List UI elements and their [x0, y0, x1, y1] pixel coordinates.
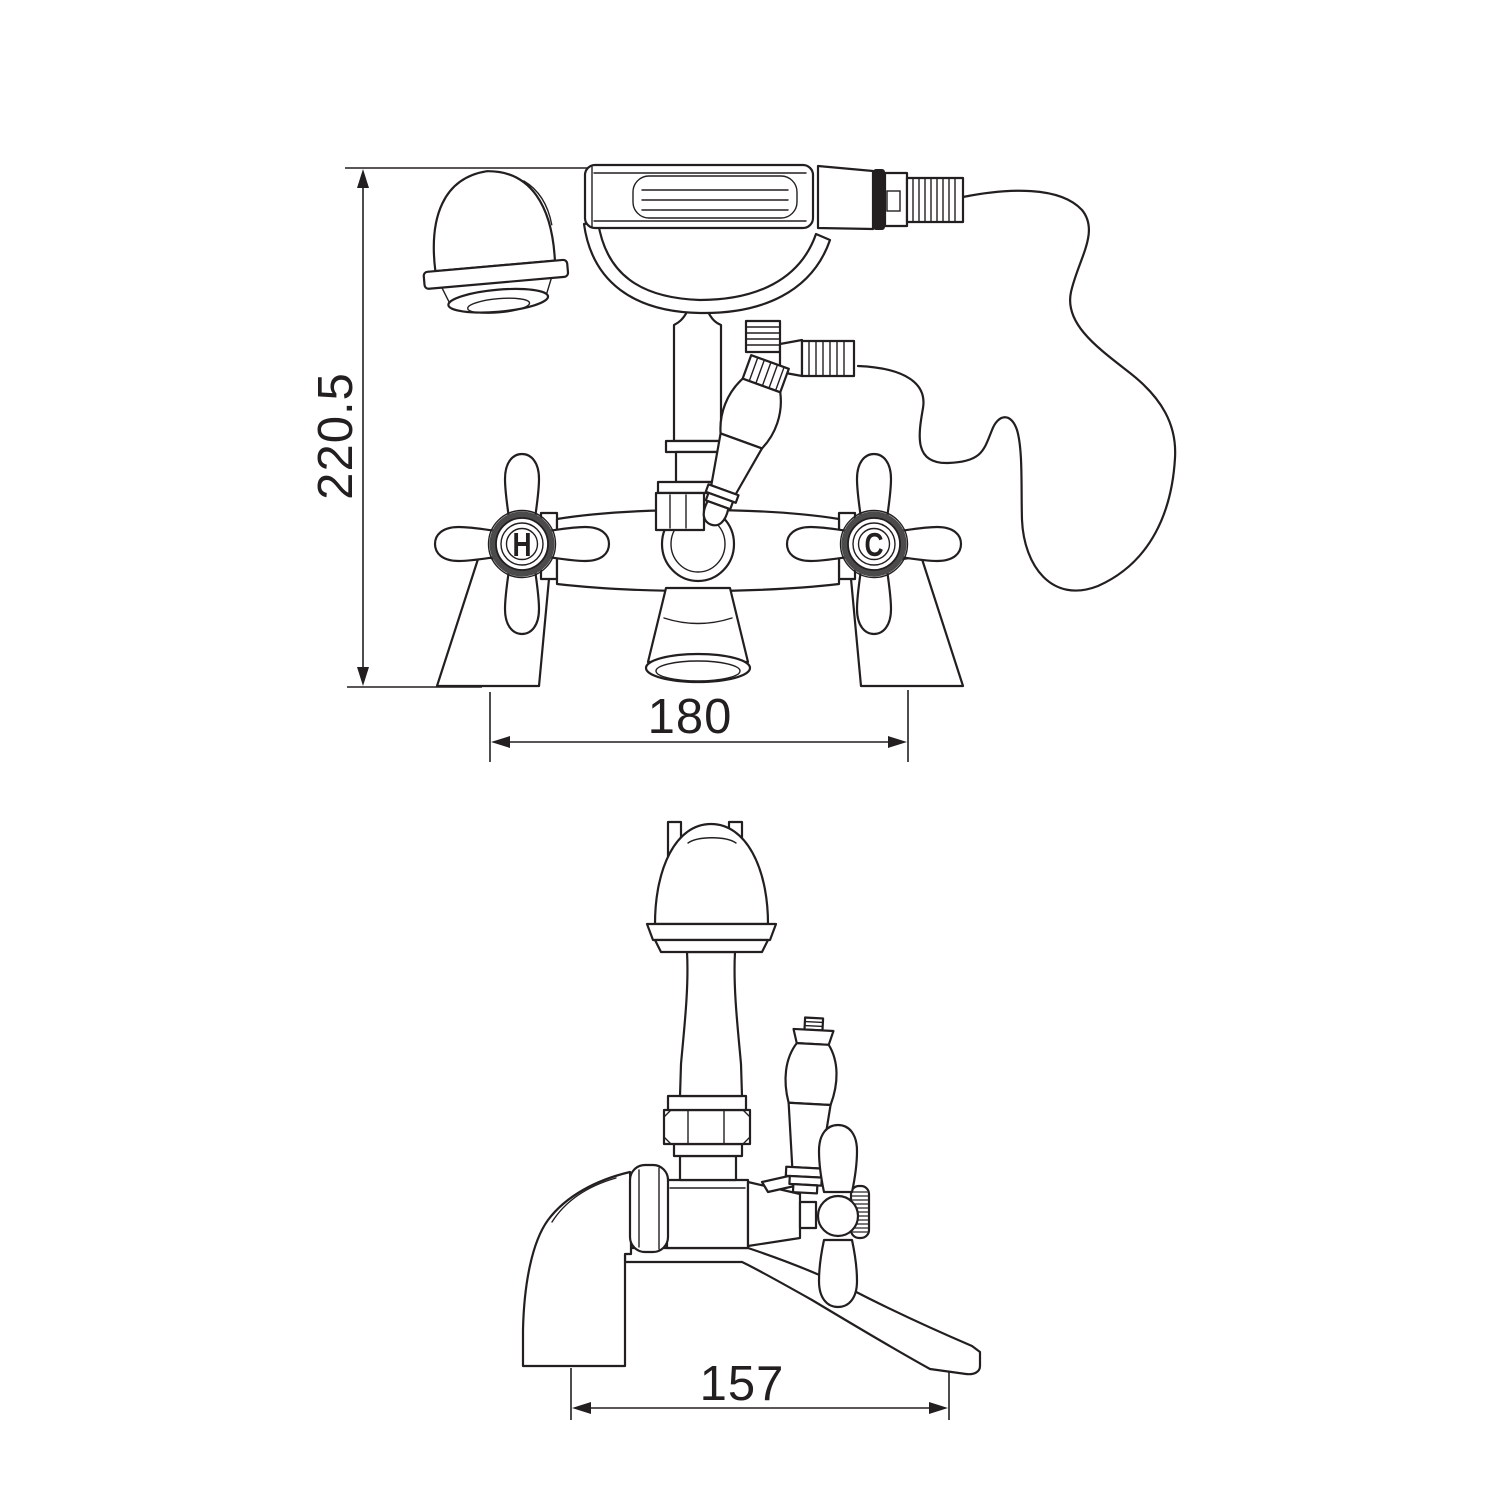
inlet-boot-side [521, 1170, 633, 1368]
handset-grip-front [583, 163, 965, 231]
handset-head-side [645, 820, 778, 954]
thread-lines [745, 326, 781, 346]
bell-dome [432, 170, 557, 273]
bell-dome-inner-line [687, 837, 737, 844]
crosshead-side [816, 1123, 871, 1309]
nipple-thread-lines [808, 340, 845, 377]
bell-cup-sides [441, 277, 553, 303]
union-nut [662, 1108, 752, 1146]
column-base [678, 1154, 738, 1182]
riser-column-front [654, 308, 732, 532]
tap-body-side [628, 1163, 818, 1254]
arrow-up-icon [357, 169, 369, 188]
height-dimension: 220.5 [309, 167, 800, 688]
spray-face-inner [467, 297, 531, 314]
spacing-dimension-label: 180 [648, 690, 733, 744]
spout-front [644, 586, 752, 684]
cold-handle-label: C [864, 527, 883, 563]
hub-knurl-band [489, 511, 555, 577]
handset-head-front [422, 170, 570, 314]
hose-connector-thread-lines [912, 178, 956, 222]
knurl-hatching [852, 1191, 868, 1233]
spout-mouth-outer [644, 652, 752, 684]
lever-ferrule-threads [748, 357, 785, 391]
hub-face [495, 517, 549, 571]
lever-bulge [784, 1042, 838, 1107]
lever-ring-3 [791, 1183, 819, 1195]
diverter-outlet [744, 319, 856, 378]
lobe-up [503, 452, 541, 520]
boot-inner-line [551, 1177, 617, 1223]
grip-flutes [641, 189, 789, 211]
handset-cradle [582, 220, 832, 315]
arrow-right-icon [929, 1402, 948, 1414]
extension-lines [570, 1368, 950, 1420]
shower-hose [856, 189, 1177, 592]
spout-side [623, 1246, 982, 1376]
arrow-down-icon [357, 667, 369, 686]
hub-ring-middle [500, 522, 544, 566]
hose-nipple [800, 339, 856, 378]
hub-side [816, 1194, 860, 1238]
upper-collar [666, 1094, 748, 1112]
hub-outer-edge [487, 509, 557, 579]
diverter-lever-front [702, 354, 790, 527]
crosshead-handle-front [433, 452, 611, 636]
spray-face-outer [447, 287, 550, 314]
boot-body [521, 1170, 633, 1368]
lobe-right [546, 525, 611, 563]
projection-dimension: 157 [570, 1357, 950, 1420]
hot-handle-label: H [512, 527, 531, 563]
bell-rim-lower-side [653, 938, 770, 954]
spacing-dimension: 180 [489, 690, 909, 762]
diverter-lever-side [784, 1016, 838, 1195]
spout-mouth-inner [655, 660, 741, 682]
handset-handle-side [678, 950, 744, 1098]
lever-knob-threads [803, 1020, 824, 1028]
connector-ring [873, 169, 885, 230]
bell-rim-side [645, 922, 778, 942]
body-taper-right [746, 1180, 802, 1248]
spout-union-nut [628, 1163, 670, 1254]
grip-edge-lines [591, 166, 807, 228]
handle-stem [798, 1200, 818, 1230]
riser-column-side [662, 950, 752, 1182]
spout-cone [646, 586, 750, 664]
front-elevation-view: 220.5 [309, 163, 1177, 762]
connector-cone [816, 164, 875, 231]
arrow-right-icon [888, 736, 907, 748]
connector-cap [883, 171, 909, 228]
lower-collar [672, 1142, 744, 1158]
side-elevation-view: 157 [521, 820, 982, 1420]
lever-tip [702, 499, 730, 527]
bell-rim [422, 258, 570, 290]
hub-ring-inner [505, 527, 539, 561]
projection-dimension-label: 157 [700, 1357, 785, 1411]
grip-flute-panel [632, 175, 798, 219]
spout-shading-line [663, 617, 733, 625]
union-nut-front [654, 491, 706, 532]
arrow-left-icon [572, 1402, 591, 1414]
connector-notch [886, 190, 901, 212]
extension-lines [489, 690, 909, 762]
height-dimension-label: 220.5 [309, 372, 363, 500]
grip-body [583, 163, 815, 230]
bell-dome-side [653, 822, 770, 926]
lever-knob [803, 1016, 825, 1032]
union-nut-facets [669, 494, 687, 529]
body-block [665, 1178, 750, 1250]
lobe-down [503, 568, 541, 636]
spout-union-nut-lines [638, 1167, 660, 1250]
diverter-thread-vertical [744, 319, 782, 354]
bell-dome-highlight [523, 180, 553, 226]
arrow-left-icon [491, 736, 510, 748]
hose-connector-thread [905, 176, 965, 224]
lobe-down-side [817, 1238, 859, 1309]
lobe-up-side [817, 1123, 859, 1194]
lobe-left [433, 525, 498, 563]
column-shaft [672, 308, 723, 443]
union-nut-facets [663, 1109, 751, 1145]
